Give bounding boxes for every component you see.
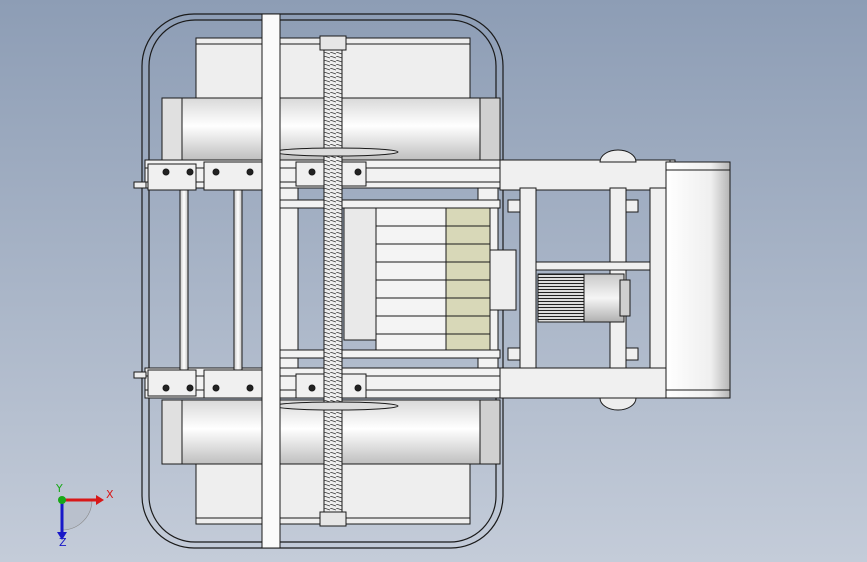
vertical-column [261,13,281,549]
orientation-triad: X Y Z [55,482,114,548]
right-subframe [499,159,671,399]
drive-motor [537,273,631,323]
right-drum [665,161,731,399]
y-axis-label: Y [55,482,63,495]
z-axis-arrowhead [57,532,67,540]
z-axis-label: Z [59,536,67,548]
x-axis-arrowhead [96,495,104,505]
x-axis-label: X [106,488,114,501]
central-gearbox [343,207,517,351]
pulleys [599,149,637,411]
left-shafts [133,181,243,379]
y-axis-dot [58,496,66,504]
lead-screw [273,35,399,527]
